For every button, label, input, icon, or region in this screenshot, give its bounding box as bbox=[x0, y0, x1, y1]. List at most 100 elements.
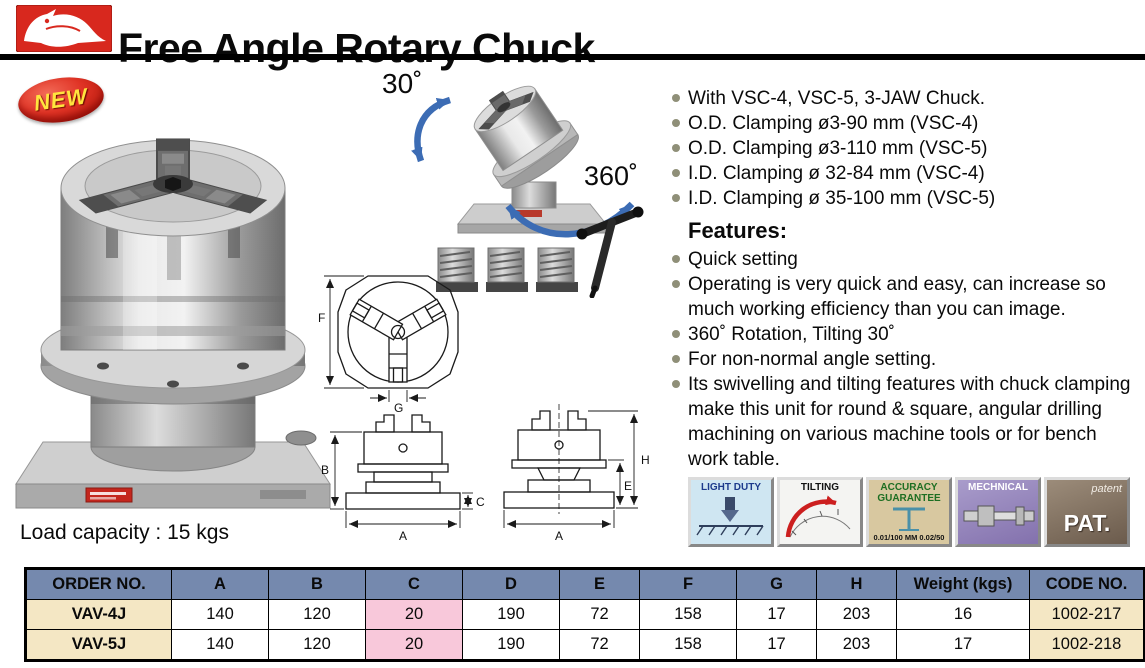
feature-text: 360˚ Rotation, Tilting 30˚ bbox=[688, 324, 896, 345]
col-header-code: CODE NO. bbox=[1029, 568, 1145, 600]
dim-cell: 190 bbox=[462, 629, 560, 661]
spec-table: ORDER NO. A B C D E F G H Weight (kgs) C… bbox=[24, 567, 1145, 662]
tilting-icon bbox=[785, 495, 851, 538]
bullet-icon bbox=[672, 194, 680, 202]
load-capacity-text: Load capacity : 15 kgs bbox=[20, 521, 229, 544]
spec-item: I.D. Clamping ø 32-84 mm (VSC-4) bbox=[672, 161, 1138, 186]
weight-cell: 16 bbox=[896, 599, 1030, 630]
jaw-inserts-photo bbox=[436, 247, 578, 292]
col-header-b: B bbox=[268, 568, 366, 600]
dim-cell: 20 bbox=[365, 599, 463, 630]
spec-and-features-column: With VSC-4, VSC-5, 3-JAW Chuck. O.D. Cla… bbox=[672, 86, 1138, 472]
feature-item: Quick setting bbox=[672, 247, 1138, 272]
bullet-icon bbox=[672, 119, 680, 127]
dim-cell: 158 bbox=[639, 629, 737, 661]
dim-cell: 72 bbox=[559, 629, 640, 661]
dim-cell: 140 bbox=[171, 629, 269, 661]
badge-mechnical-label: MECHNICAL bbox=[968, 482, 1028, 493]
features-heading: Features: bbox=[688, 218, 788, 243]
col-header-f: F bbox=[639, 568, 737, 600]
badge-light-duty-label: LIGHT DUTY bbox=[701, 482, 761, 493]
feature-item: Its swivelling and tilting features with… bbox=[672, 372, 1138, 472]
badge-accuracy: ACCURACY GUARANTEE 0.01/100 MM 0.02/50 bbox=[866, 477, 952, 547]
feature-item: For non-normal angle setting. bbox=[672, 347, 1138, 372]
col-header-e: E bbox=[559, 568, 640, 600]
page-title: Free Angle Rotary Chuck bbox=[118, 25, 595, 72]
dim-cell: 72 bbox=[559, 599, 640, 630]
dim-cell: 120 bbox=[268, 599, 366, 630]
spec-item: O.D. Clamping ø3-90 mm (VSC-4) bbox=[672, 111, 1138, 136]
badge-accuracy-label-2: GUARANTEE bbox=[877, 493, 941, 504]
spec-item: I.D. Clamping ø 35-100 mm (VSC-5) bbox=[672, 186, 1138, 211]
dim-label-c: C bbox=[476, 495, 485, 509]
tilt-arrow-icon bbox=[411, 96, 452, 163]
dim-cell: 203 bbox=[816, 599, 897, 630]
dim-label-g: G bbox=[394, 401, 403, 415]
dim-label-b: B bbox=[321, 463, 329, 477]
spec-item: O.D. Clamping ø3-110 mm (VSC-5) bbox=[672, 136, 1138, 161]
brand-logo bbox=[16, 5, 112, 52]
badge-mechnical: MECHNICAL bbox=[955, 477, 1041, 547]
feature-item: Operating is very quick and easy, can in… bbox=[672, 272, 1138, 322]
badge-accuracy-label-1: ACCURACY bbox=[880, 482, 938, 493]
rotary-chuck-illustration bbox=[15, 138, 331, 509]
spec-text: O.D. Clamping ø3-90 mm (VSC-4) bbox=[688, 113, 979, 134]
bullet-icon bbox=[672, 255, 680, 263]
badge-tilting-label: TILTING bbox=[800, 482, 840, 493]
spec-text: I.D. Clamping ø 32-84 mm (VSC-4) bbox=[688, 163, 985, 184]
code-no-cell: 1002-217 bbox=[1029, 599, 1145, 630]
badge-tilting: TILTING bbox=[777, 477, 863, 547]
feature-text: Operating is very quick and easy, can in… bbox=[688, 274, 1106, 320]
col-header-d: D bbox=[462, 568, 560, 600]
order-no-cell: VAV-5J bbox=[25, 629, 172, 661]
badge-light-duty: LIGHT DUTY bbox=[688, 477, 774, 547]
main-product-photo bbox=[8, 100, 338, 520]
spec-text: O.D. Clamping ø3-110 mm (VSC-5) bbox=[688, 138, 988, 159]
order-no-cell: VAV-4J bbox=[25, 599, 172, 630]
eagle-logo-icon bbox=[16, 5, 112, 52]
table-row: VAV-4J 140 120 20 190 72 158 17 203 16 1… bbox=[25, 599, 1145, 630]
dim-label-a1: A bbox=[399, 529, 407, 543]
dim-cell: 158 bbox=[639, 599, 737, 630]
feature-text: Quick setting bbox=[688, 249, 798, 270]
col-header-weight: Weight (kgs) bbox=[896, 568, 1030, 600]
bullet-icon bbox=[672, 330, 680, 338]
dim-cell: 140 bbox=[171, 599, 269, 630]
accuracy-gauge-icon bbox=[893, 507, 925, 531]
col-header-c: C bbox=[365, 568, 463, 600]
bullet-icon bbox=[672, 169, 680, 177]
dim-label-h: H bbox=[641, 453, 650, 467]
dim-label-e: E bbox=[624, 479, 632, 493]
weight-cell: 17 bbox=[896, 629, 1030, 661]
dimension-drawings: F G B A C H E A bbox=[318, 275, 650, 543]
table-header-row: ORDER NO. A B C D E F G H Weight (kgs) C… bbox=[25, 568, 1145, 600]
technical-drawings: F G B A C H E A bbox=[316, 252, 656, 567]
bullet-icon bbox=[672, 280, 680, 288]
feature-badges: LIGHT DUTY TILTING bbox=[688, 477, 1130, 547]
dim-cell: 17 bbox=[736, 599, 817, 630]
code-no-cell: 1002-218 bbox=[1029, 629, 1145, 661]
col-header-a: A bbox=[171, 568, 269, 600]
dim-cell: 190 bbox=[462, 599, 560, 630]
rotation-angle-label: 360˚ bbox=[584, 161, 639, 191]
feature-item: 360˚ Rotation, Tilting 30˚ bbox=[672, 322, 1138, 347]
col-header-h: H bbox=[816, 568, 897, 600]
spec-item: With VSC-4, VSC-5, 3-JAW Chuck. bbox=[672, 86, 1138, 111]
spec-text: I.D. Clamping ø 35-100 mm (VSC-5) bbox=[688, 188, 996, 209]
bullet-icon bbox=[672, 94, 680, 102]
dim-cell: 120 bbox=[268, 629, 366, 661]
dim-cell: 203 bbox=[816, 629, 897, 661]
feature-list: Quick setting Operating is very quick an… bbox=[672, 247, 1138, 472]
badge-patent: patent PAT. bbox=[1044, 477, 1130, 547]
table-row: VAV-5J 140 120 20 190 72 158 17 203 17 1… bbox=[25, 629, 1145, 661]
spec-text: With VSC-4, VSC-5, 3-JAW Chuck. bbox=[688, 88, 986, 109]
dim-label-a2: A bbox=[555, 529, 563, 543]
dim-cell: 20 bbox=[365, 629, 463, 661]
mechnical-spindle-icon bbox=[963, 505, 1035, 527]
spec-list: With VSC-4, VSC-5, 3-JAW Chuck. O.D. Cla… bbox=[672, 86, 1138, 211]
badge-patent-top-label: patent bbox=[1091, 483, 1122, 495]
badge-accuracy-values: 0.01/100 MM 0.02/50 bbox=[873, 533, 945, 542]
bullet-icon bbox=[672, 144, 680, 152]
feature-text: Its swivelling and tilting features with… bbox=[688, 374, 1131, 470]
